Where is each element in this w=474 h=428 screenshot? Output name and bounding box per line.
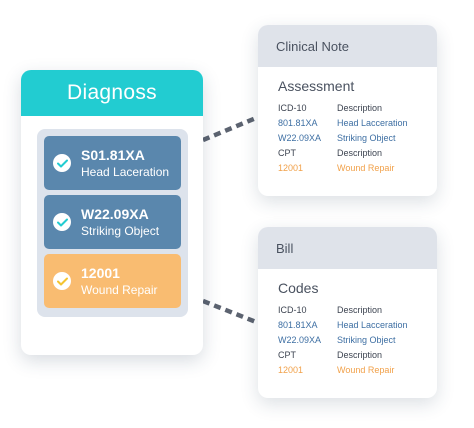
cpt-description: Wound Repair: [337, 163, 395, 173]
bill-panel: Bill Codes ICD-10 Description 801.81XA H…: [258, 227, 437, 398]
bill-title: Bill: [258, 227, 437, 269]
icd-description: Head Lacceration: [337, 118, 408, 128]
clinical-note-title: Clinical Note: [258, 25, 437, 67]
icd-description: Head Lacceration: [337, 320, 408, 330]
cpt-code: 12001: [278, 163, 304, 173]
icd-label: ICD-10: [278, 103, 307, 113]
code-card-w2209xa[interactable]: W22.09XA Striking Object: [44, 195, 181, 249]
cpt-label: CPT: [278, 148, 296, 158]
app-header: Diagnoss: [21, 70, 203, 116]
code-description: Head Laceration: [81, 164, 170, 179]
icd-description: Striking Object: [337, 335, 396, 345]
description-label: Description: [337, 305, 383, 315]
description-label: Description: [337, 103, 383, 113]
icd-description: Striking Object: [337, 133, 396, 143]
code-list-panel: S01.81XA Head Laceration W22.09XA Striki…: [37, 129, 188, 317]
check-circle-icon: [53, 154, 71, 172]
check-circle-icon: [53, 213, 71, 231]
codes-heading: Codes: [278, 280, 319, 296]
connector-to-clinical-note: [202, 115, 257, 143]
cpt-description: Wound Repair: [337, 365, 395, 375]
code-value: S01.81XA: [81, 146, 145, 163]
icd-code: W22.09XA: [278, 335, 322, 345]
icd-code: 801.81XA: [278, 320, 318, 330]
assessment-heading: Assessment: [278, 78, 355, 94]
code-card-s0181xa[interactable]: S01.81XA Head Laceration: [44, 136, 181, 190]
description-label: Description: [337, 350, 383, 360]
description-label: Description: [337, 148, 383, 158]
icd-code: W22.09XA: [278, 133, 322, 143]
clinical-note-panel: Clinical Note Assessment ICD-10 Descript…: [258, 25, 437, 196]
icd-code: 801.81XA: [278, 118, 318, 128]
icd-label: ICD-10: [278, 305, 307, 315]
diagnoss-logo: Diagnoss: [67, 81, 157, 104]
diagnoss-app-card: Diagnoss S01.81XA Head Laceration W22.09…: [21, 70, 203, 355]
code-value: W22.09XA: [81, 205, 149, 222]
connector-to-bill: [202, 298, 257, 325]
code-value: 12001: [81, 264, 120, 281]
code-description: Wound Repair: [81, 282, 158, 297]
cpt-label: CPT: [278, 350, 296, 360]
code-description: Striking Object: [81, 223, 160, 238]
check-circle-icon: [53, 272, 71, 290]
code-card-12001[interactable]: 12001 Wound Repair: [44, 254, 181, 308]
cpt-code: 12001: [278, 365, 304, 375]
